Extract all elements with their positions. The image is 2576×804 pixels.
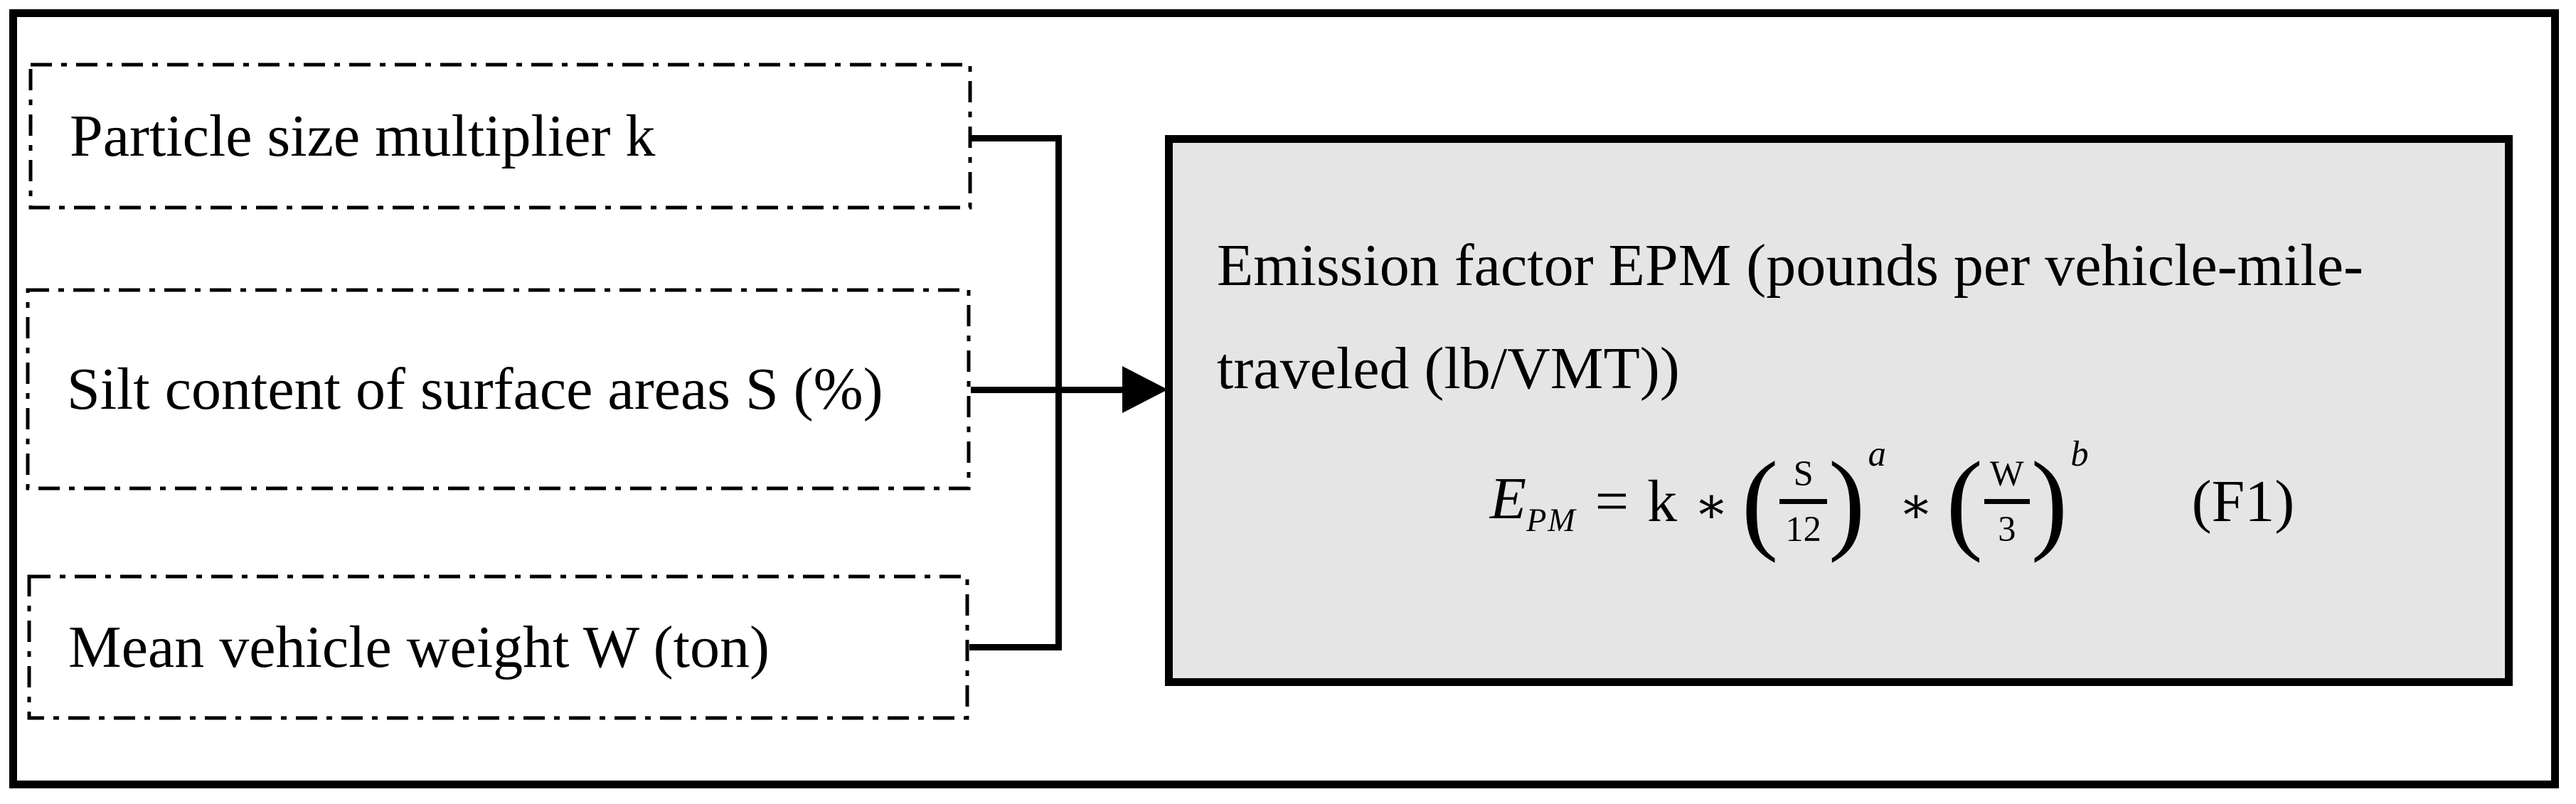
- formula-lhs-subscript: PM: [1526, 501, 1577, 538]
- formula-lhs: EPM: [1490, 464, 1577, 539]
- output-box-emission-factor: Emission factor EPM (pounds per vehicle-…: [1165, 135, 2513, 686]
- input-label-particle-size-multiplier: Particle size multiplier k: [70, 102, 656, 169]
- fraction-denominator: 12: [1785, 508, 1821, 549]
- dash-dot-border: [26, 288, 971, 491]
- fraction-w-over-3: W 3: [1984, 454, 2030, 548]
- fraction-numerator: S: [1779, 454, 1827, 504]
- exponent-a: a: [1868, 434, 1886, 473]
- arrow-shaft: [971, 387, 1125, 393]
- input-box-mean-vehicle-weight: Mean vehicle weight W (ton): [27, 574, 969, 720]
- output-heading-line1: Emission factor EPM (pounds per vehicle-…: [1217, 232, 2363, 299]
- connector-line-bottom: [969, 644, 1062, 650]
- dash-dot-border: [28, 63, 972, 210]
- output-heading: Emission factor EPM (pounds per vehicle-…: [1217, 214, 2476, 420]
- connector-line-top: [971, 135, 1062, 141]
- right-paren: ): [2031, 439, 2068, 564]
- fraction-denominator: 3: [1998, 508, 2016, 549]
- right-paren: ): [1828, 439, 1866, 564]
- dash-dot-border: [27, 574, 969, 720]
- multiply-operator: ∗: [1694, 478, 1729, 535]
- coefficient-k: k: [1647, 468, 1678, 535]
- equals-sign: =: [1595, 468, 1629, 535]
- input-label-silt-content: Silt content of surface areas S (%): [67, 355, 883, 422]
- output-heading-line2: traveled (lb/VMT)): [1217, 336, 1680, 402]
- exponent-b: b: [2070, 434, 2089, 473]
- left-paren: (: [1946, 439, 1984, 564]
- left-paren: (: [1741, 439, 1779, 564]
- outer-frame: [9, 9, 2559, 788]
- fraction-s-over-12: S 12: [1779, 454, 1827, 549]
- input-box-silt-content: Silt content of surface areas S (%): [26, 288, 971, 491]
- formula-lhs-base: E: [1489, 465, 1527, 532]
- multiply-operator: ∗: [1898, 478, 1934, 535]
- input-label-mean-vehicle-weight: Mean vehicle weight W (ton): [68, 613, 770, 680]
- formula-epm: EPM = k ∗ ( S 12 ) a ∗ ( W 3 ) b (F1): [1173, 434, 2505, 564]
- fraction-numerator: W: [1984, 454, 2030, 504]
- input-box-particle-size-multiplier: Particle size multiplier k: [28, 63, 972, 210]
- arrow-head-icon: [1122, 366, 1168, 413]
- equation-tag: (F1): [2191, 468, 2295, 535]
